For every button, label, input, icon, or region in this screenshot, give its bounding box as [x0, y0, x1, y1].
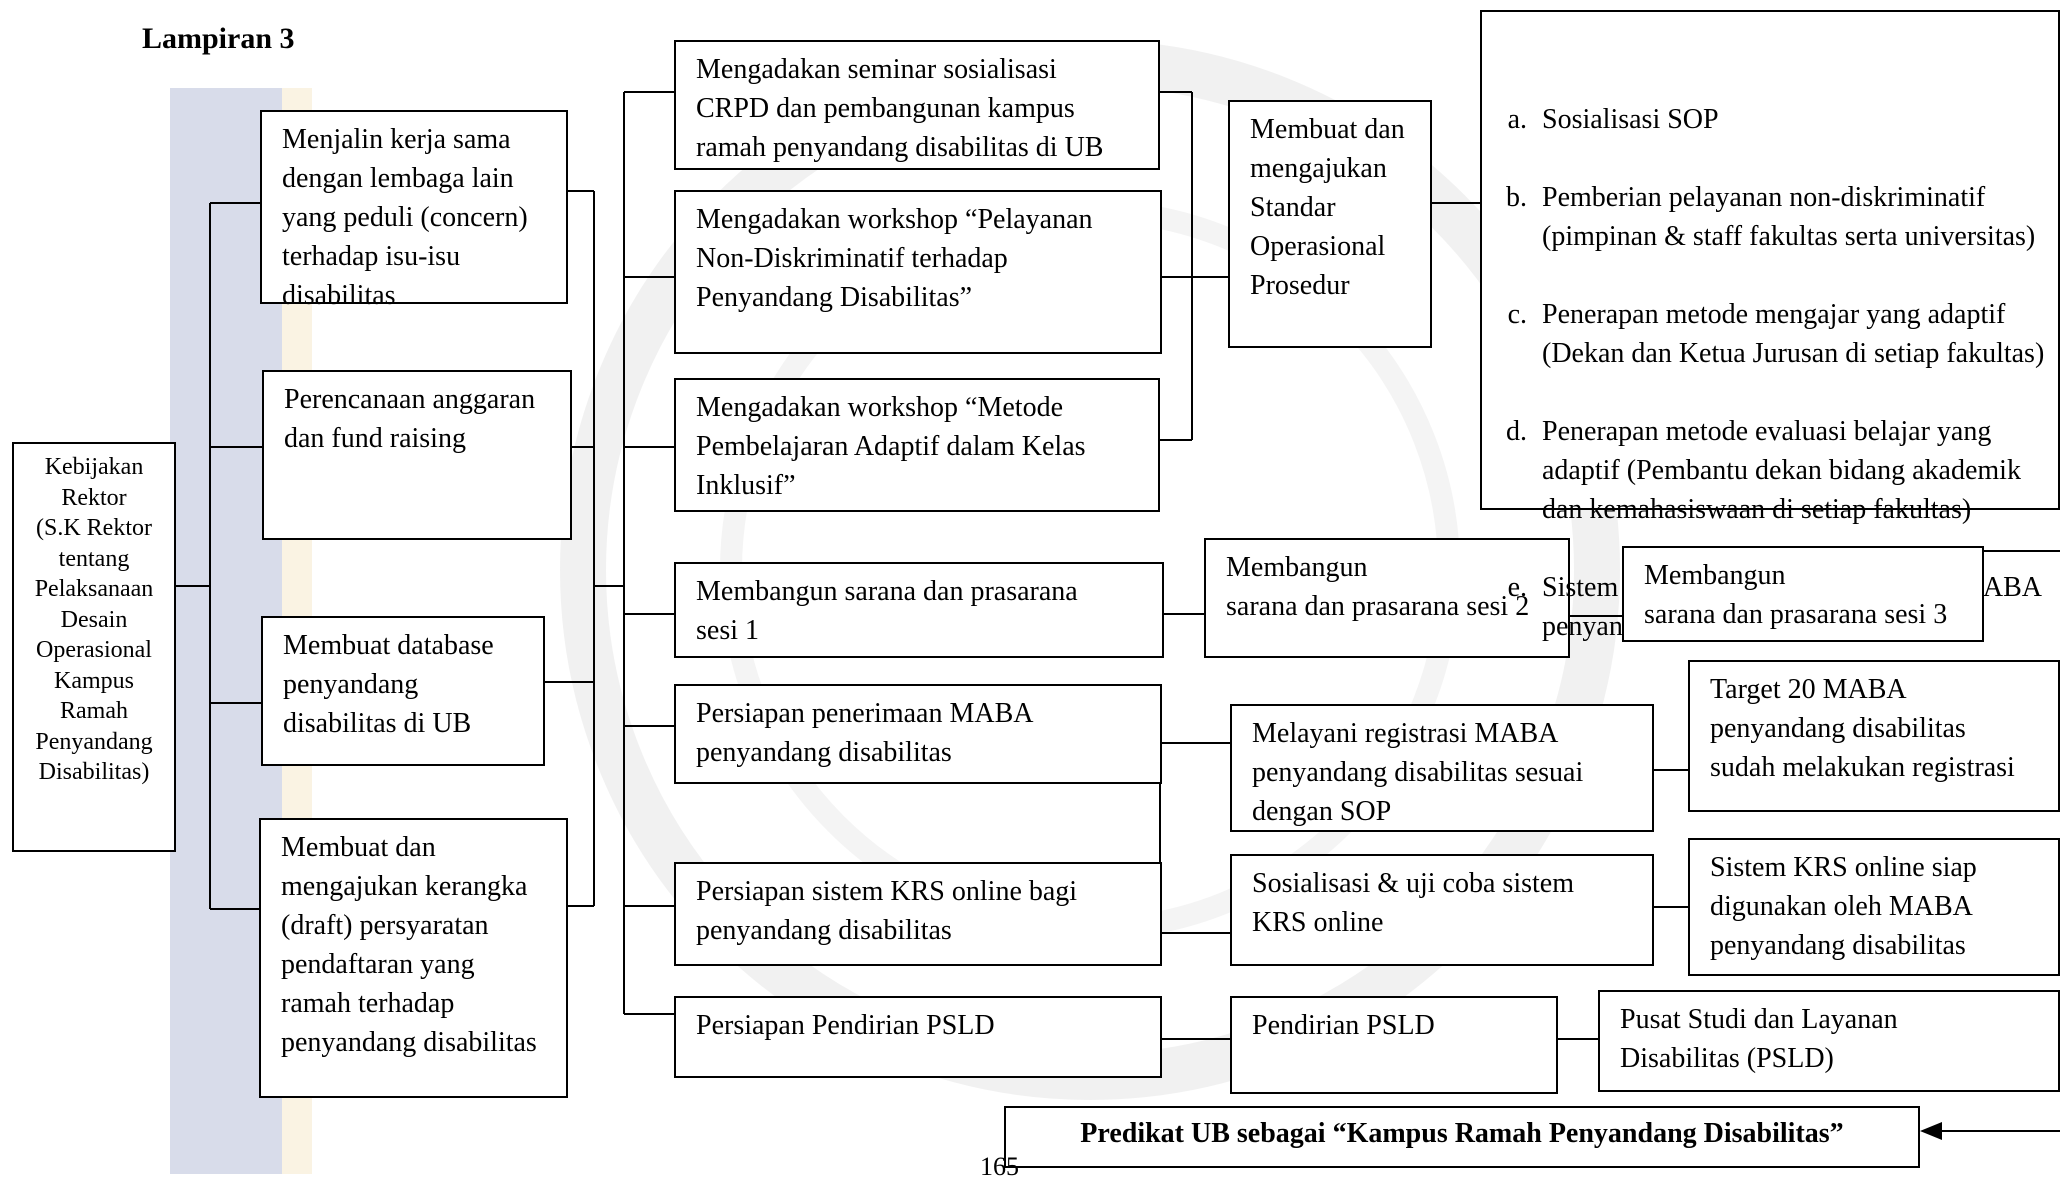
outcome-predikat-ub: Predikat UB sebagai “Kampus Ramah Penyan…	[1004, 1106, 1920, 1168]
page-title: Lampiran 3	[142, 22, 295, 55]
page-number: 165	[980, 1152, 1019, 1181]
node-krs-siap: Sistem KRS online siap digunakan oleh MA…	[1688, 838, 2060, 976]
sop-item: Penerapan metode mengajar yang adaptif (…	[1534, 295, 2058, 373]
node-kerjasama: Menjalin kerja sama dengan lembaga lain …	[260, 110, 568, 311]
node-workshop-metode: Mengadakan workshop “Metode Pembelajaran…	[674, 378, 1160, 512]
node-persiapan-krs: Persiapan sistem KRS online bagi penyand…	[674, 862, 1162, 966]
node-workshop-pelayanan: Mengadakan workshop “Pelayanan Non-Diskr…	[674, 190, 1162, 354]
node-pusat-studi-psld: Pusat Studi dan Layanan Disabilitas (PSL…	[1598, 990, 2060, 1092]
node-sop-list: Sosialisasi SOP Pemberian pelayanan non-…	[1480, 10, 2060, 642]
node-persiapan-psld: Persiapan Pendirian PSLD	[674, 996, 1162, 1078]
sop-item: Pemberian pelayanan non-diskriminatif (p…	[1534, 178, 2058, 256]
node-uji-coba-krs: Sosialisasi & uji coba sistem KRS online	[1230, 854, 1654, 966]
root-node-kebijakan-rektor: Kebijakan Rektor (S.K Rektor tentang Pel…	[12, 442, 176, 852]
node-seminar-crpd: Mengadakan seminar sosialisasi CRPD dan …	[674, 40, 1160, 170]
node-pendirian-psld: Pendirian PSLD	[1230, 996, 1558, 1094]
node-membuat-sop: Membuat dan mengajukan Standar Operasion…	[1228, 100, 1432, 348]
node-draft-persyaratan: Membuat dan mengajukan kerangka (draft) …	[259, 818, 568, 1098]
node-sarana-sesi-2: Membangun sarana dan prasarana sesi 2	[1204, 538, 1570, 658]
node-sarana-sesi-3: Membangun sarana dan prasarana sesi 3	[1622, 546, 1984, 642]
node-database: Membuat database penyandang disabilitas …	[261, 616, 545, 766]
sop-item: Penerapan metode evaluasi belajar yang a…	[1534, 412, 2058, 529]
node-registrasi-maba: Melayani registrasi MABA penyandang disa…	[1230, 704, 1654, 832]
node-target-maba: Target 20 MABA penyandang disabilitas su…	[1688, 660, 2060, 812]
sop-item: Sosialisasi SOP	[1534, 100, 2058, 139]
node-sarana-sesi-1: Membangun sarana dan prasarana sesi 1	[674, 562, 1164, 658]
node-anggaran: Perencanaan anggaran dan fund raising	[262, 370, 572, 540]
node-persiapan-maba: Persiapan penerimaan MABA penyandang dis…	[674, 684, 1162, 784]
